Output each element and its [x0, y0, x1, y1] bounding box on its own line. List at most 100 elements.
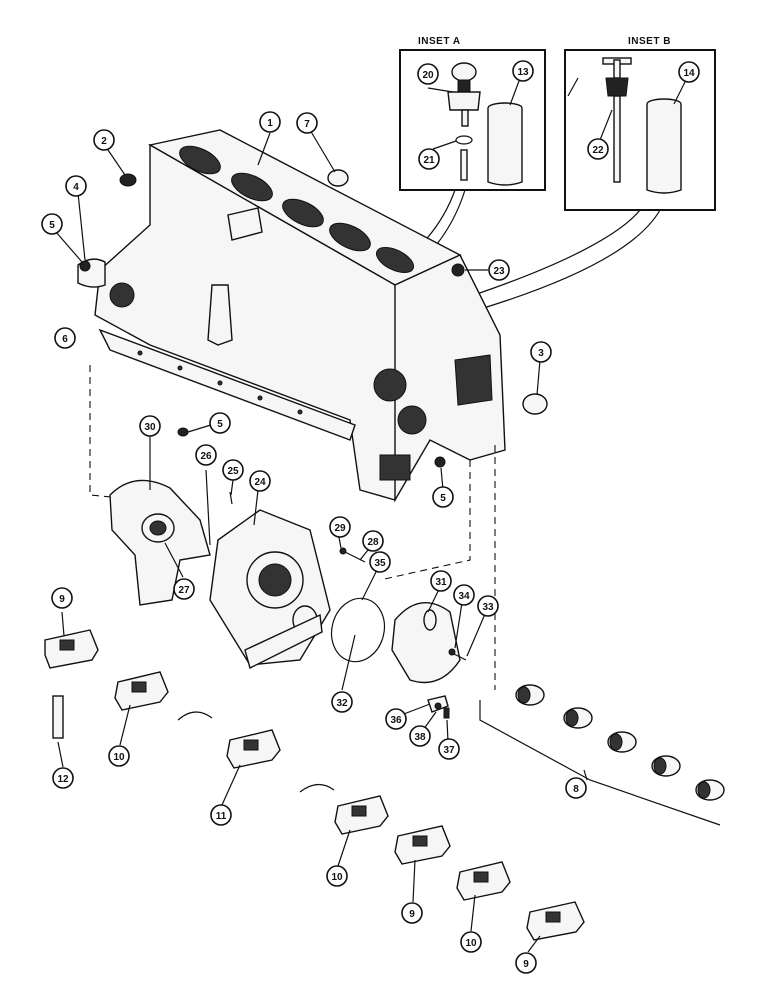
callout-6: 6	[54, 327, 76, 349]
callout-26-label: 26	[200, 451, 212, 462]
callout-10b: 10	[326, 865, 348, 887]
dipstick-rod-a	[460, 149, 468, 181]
callout-35: 35	[369, 551, 391, 573]
bearing-cap-10c	[456, 861, 511, 901]
callout-5b-label: 5	[217, 419, 223, 430]
callout-11-label: 11	[216, 811, 227, 822]
callout-2: 2	[93, 129, 115, 151]
callout-34: 34	[453, 584, 475, 606]
callout-9c-label: 9	[523, 959, 529, 970]
callout-22-label: 22	[592, 145, 604, 156]
callout-32-label: 32	[336, 698, 348, 709]
inspection-cover	[391, 602, 461, 684]
inset-b-title: INSET B	[628, 36, 671, 47]
callout-5c: 5	[432, 486, 454, 508]
callout-9a: 9	[51, 587, 73, 609]
callout-8: 8	[565, 777, 587, 799]
callout-20-label: 20	[422, 70, 434, 81]
bearing-cap-10b	[334, 795, 389, 835]
callout-3: 3	[530, 341, 552, 363]
callout-9a-label: 9	[59, 594, 65, 605]
bearing-cap-9c	[526, 901, 585, 941]
callout-24: 24	[249, 470, 271, 492]
callout-10b-label: 10	[331, 872, 343, 883]
flywheel-housing	[209, 509, 331, 670]
bearing-cap-9b	[394, 825, 451, 865]
callout-9c: 9	[515, 952, 537, 974]
callout-25-label: 25	[227, 466, 239, 477]
callout-37: 37	[438, 738, 460, 760]
callout-32: 32	[331, 691, 353, 713]
bearing-bracket	[479, 700, 721, 826]
cover-gasket	[330, 597, 386, 663]
washer-29	[339, 547, 347, 555]
front-plate-gasket	[109, 479, 211, 606]
callout-13: 13	[512, 60, 534, 82]
callout-9b-label: 9	[409, 909, 415, 920]
callout-14-label: 14	[683, 68, 695, 79]
plug-2	[119, 173, 137, 187]
callout-30-label: 30	[144, 422, 156, 433]
callout-29-label: 29	[334, 523, 346, 534]
callout-10a-label: 10	[113, 752, 125, 763]
engine-block	[94, 129, 506, 503]
callout-23-label: 23	[493, 266, 505, 277]
bearing-cap-9a	[44, 629, 99, 669]
callout-7-label: 7	[304, 119, 310, 130]
dipstick-b	[602, 57, 632, 183]
callout-8-label: 8	[573, 784, 579, 795]
stud-12	[52, 695, 64, 739]
callout-27-label: 27	[178, 585, 190, 596]
callout-3-label: 3	[538, 348, 544, 359]
o-ring	[455, 135, 473, 145]
callout-11: 11	[210, 804, 232, 826]
dashed-boundary-right	[379, 460, 471, 581]
dipstick-tube-a	[487, 102, 523, 186]
callout-31: 31	[430, 570, 452, 592]
callout-12: 12	[52, 767, 74, 789]
callout-33: 33	[477, 595, 499, 617]
callout-10c: 10	[460, 931, 482, 953]
plug-5b	[177, 427, 189, 437]
thrust-washer-b	[299, 783, 335, 793]
seal-27	[141, 513, 175, 543]
washer-38	[434, 702, 442, 710]
plug-5a	[79, 260, 91, 272]
callout-12-label: 12	[57, 774, 69, 785]
plug-23	[451, 263, 465, 277]
callout-26: 26	[195, 444, 217, 466]
callout-21: 21	[418, 148, 440, 170]
callout-36-label: 36	[390, 715, 402, 726]
dashed-boundary-left	[89, 365, 146, 501]
washer-34	[448, 648, 456, 656]
plug-7	[327, 169, 349, 187]
thrust-washer-a	[177, 711, 213, 721]
callout-10a: 10	[108, 745, 130, 767]
bolt-37	[443, 707, 450, 719]
cam-bearings	[515, 684, 725, 801]
callout-9b: 9	[401, 902, 423, 924]
dipstick-tube-b	[646, 98, 682, 194]
callout-2-label: 2	[101, 136, 107, 147]
plug-3	[522, 393, 548, 415]
callout-1-label: 1	[267, 118, 273, 129]
callout-4-label: 4	[73, 182, 79, 193]
dipstick-cap	[447, 62, 481, 127]
callout-25: 25	[222, 459, 244, 481]
callout-24-label: 24	[254, 477, 266, 488]
callout-5b: 5	[209, 412, 231, 434]
bearing-cap-10a	[114, 671, 169, 711]
callout-38-label: 38	[414, 732, 426, 743]
callout-20: 20	[417, 63, 439, 85]
callout-34-label: 34	[458, 591, 470, 602]
callout-10c-label: 10	[465, 938, 477, 949]
callout-6-label: 6	[62, 334, 68, 345]
callout-5a: 5	[41, 213, 63, 235]
callout-13-label: 13	[517, 67, 529, 78]
callout-5a-label: 5	[49, 220, 55, 231]
callout-37-label: 37	[443, 745, 455, 756]
callout-29: 29	[329, 516, 351, 538]
bolt-28	[344, 551, 366, 563]
callout-38: 38	[409, 725, 431, 747]
callout-36: 36	[385, 708, 407, 730]
